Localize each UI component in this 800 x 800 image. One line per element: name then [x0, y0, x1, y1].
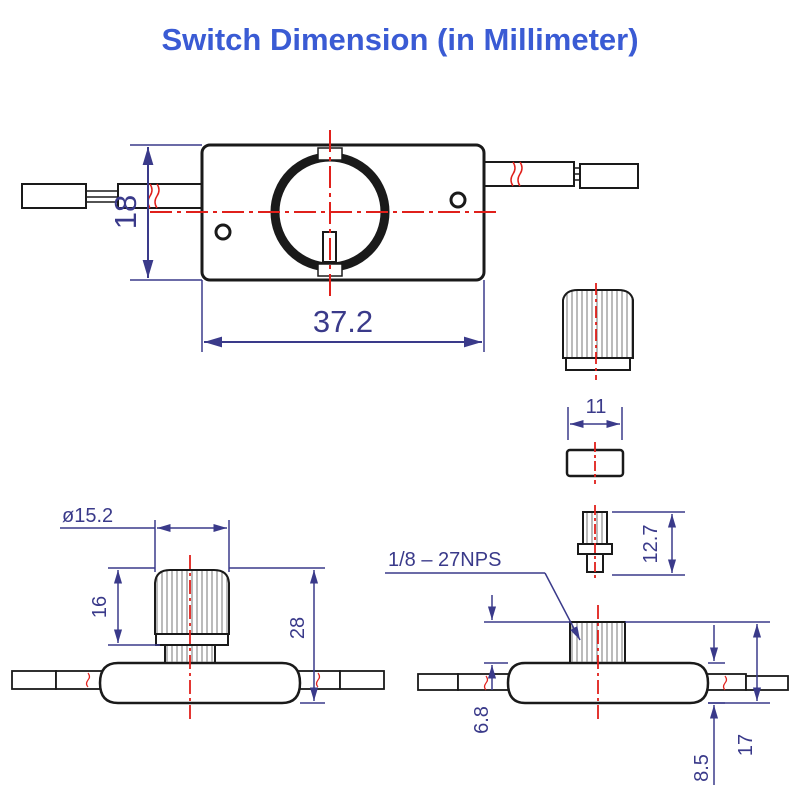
dim-overall-height-label: 28 — [287, 617, 309, 639]
top-view — [21, 130, 639, 352]
dim-cap-height-label: 16 — [89, 596, 111, 618]
dim-cap-width-label: 11 — [586, 396, 607, 418]
stem-view — [577, 505, 685, 580]
dim-body-height-label: 6.8 — [471, 706, 493, 734]
page-title: Switch Dimension (in Millimeter) — [161, 22, 639, 57]
dim-diameter-label: ø15.2 — [62, 505, 113, 527]
dim-total-height-label: 17 — [735, 734, 757, 756]
dim-stem-height-label: 12.7 — [640, 525, 662, 564]
cap-side-view — [562, 283, 634, 380]
dim-height-label: 18 — [108, 195, 143, 229]
cap-bottom-view — [565, 407, 625, 484]
dim-base-height-label: 8.5 — [691, 754, 713, 782]
front-view — [11, 520, 385, 720]
dim-width-label: 37.2 — [313, 304, 373, 339]
side-view — [385, 572, 789, 785]
dim-thread-label: 1/8 – 27NPS — [388, 549, 501, 571]
